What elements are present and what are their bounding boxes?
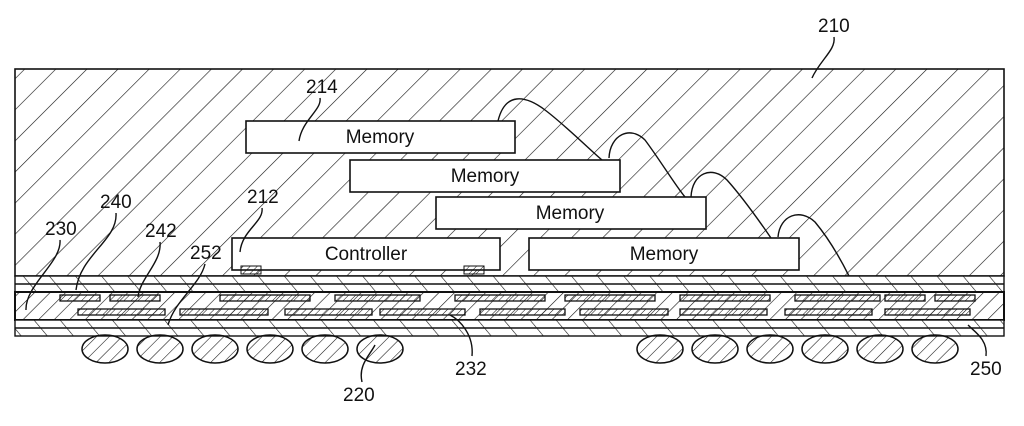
memory-chip-3-label: Memory <box>536 203 605 224</box>
trace-segment <box>109 294 161 302</box>
solder-ball <box>746 334 794 364</box>
label-240: 240 <box>100 192 132 213</box>
trace-segment <box>784 308 873 316</box>
label-232: 232 <box>455 359 487 380</box>
solder-ball <box>911 334 959 364</box>
solder-ball <box>136 334 184 364</box>
memory-chip-4-label: Memory <box>630 244 699 265</box>
solder-ball <box>691 334 739 364</box>
controller-chip-label: Controller <box>325 244 408 265</box>
trace-segment <box>564 294 656 302</box>
trace-segment <box>579 308 669 316</box>
solder-ball <box>301 334 349 364</box>
memory-chip-1: Memory <box>245 120 516 154</box>
trace-segment <box>334 294 421 302</box>
controller-bump-left <box>240 265 262 275</box>
memory-chip-2-label: Memory <box>451 166 520 187</box>
wire-bonds <box>497 98 850 277</box>
trace-segment <box>77 308 166 316</box>
label-230: 230 <box>45 219 77 240</box>
trace-segment <box>884 308 971 316</box>
solder-ball <box>191 334 239 364</box>
memory-chip-2: Memory <box>349 159 621 193</box>
trace-segment <box>934 294 976 302</box>
solder-ball <box>636 334 684 364</box>
wire-bond-3 <box>690 171 772 239</box>
upper-traces <box>59 294 976 302</box>
solder-ball <box>246 334 294 364</box>
trace-segment <box>479 308 566 316</box>
substrate <box>14 275 1005 337</box>
wire-bond-2 <box>608 132 686 198</box>
solder-ball <box>801 334 849 364</box>
label-252: 252 <box>190 243 222 264</box>
wire-bond-4 <box>777 214 850 277</box>
memory-chip-1-label: Memory <box>346 127 415 148</box>
trace-segment <box>284 308 373 316</box>
memory-chip-3: Memory <box>435 196 707 230</box>
trace-segment <box>884 294 926 302</box>
label-212: 212 <box>247 187 279 208</box>
trace-segment <box>454 294 546 302</box>
controller-chip: Controller <box>231 237 501 275</box>
trace-segment <box>59 294 101 302</box>
label-250: 250 <box>970 359 1002 380</box>
trace-segment <box>179 308 269 316</box>
solder-ball <box>81 334 129 364</box>
trace-segment <box>679 294 771 302</box>
trace-segment <box>679 308 768 316</box>
label-220: 220 <box>343 385 375 406</box>
trace-segment <box>219 294 311 302</box>
lower-traces <box>77 308 971 316</box>
label-214: 214 <box>306 77 338 98</box>
controller-bump-right <box>463 265 485 275</box>
reference-labels: 210 214 212 240 230 242 252 232 220 250 <box>25 16 1002 406</box>
trace-segment <box>379 308 466 316</box>
solder-ball <box>856 334 904 364</box>
memory-chip-4: Memory <box>528 237 800 271</box>
label-210: 210 <box>818 16 850 37</box>
label-242: 242 <box>145 221 177 242</box>
solder-ball <box>356 334 404 364</box>
trace-segment <box>794 294 881 302</box>
wire-bond-1 <box>497 98 603 161</box>
solder-balls <box>81 334 959 364</box>
